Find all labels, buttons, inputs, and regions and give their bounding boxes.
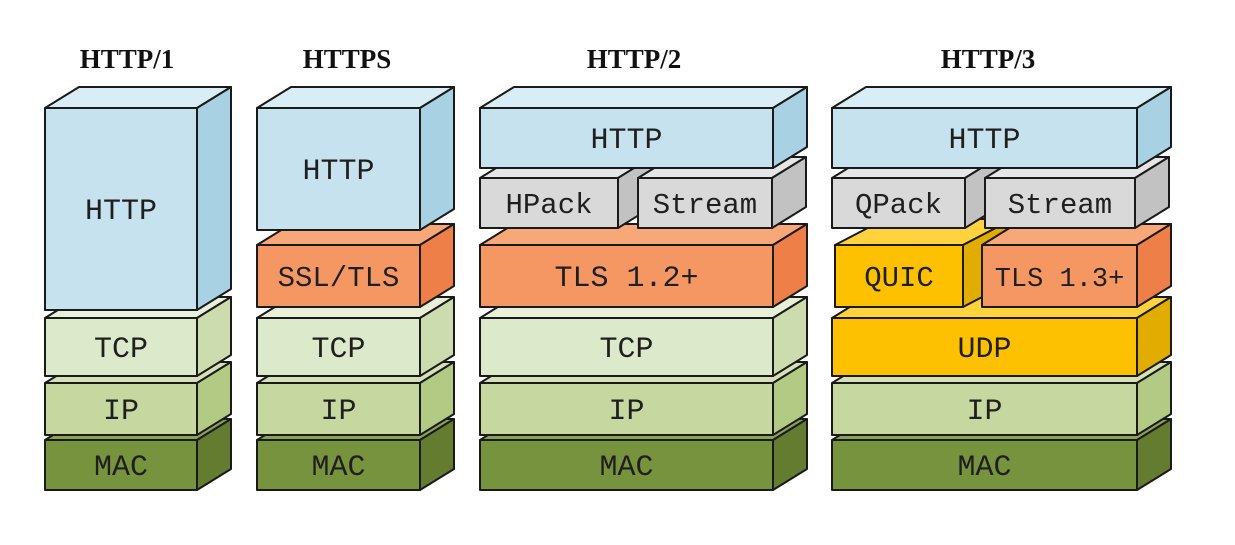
column-title-http3: HTTP/3	[940, 44, 1036, 74]
https-ssl-tls-box: SSL/TLS	[256, 223, 455, 308]
http1-tcp-front-face	[44, 317, 198, 377]
http2-mac-front-face	[479, 439, 774, 491]
http2-hpack-front-face	[479, 177, 619, 229]
https-ssl-tls-label: SSL/TLS	[278, 262, 400, 295]
http2-tcp-box: TCP	[479, 296, 808, 377]
http1-http-label: HTTP	[85, 195, 157, 229]
http3-quic-front-face	[834, 244, 964, 308]
http2-http-label: HTTP	[590, 124, 662, 158]
column-title-https: HTTPS	[302, 44, 392, 74]
http3-tls-1-3-front-face	[981, 244, 1138, 308]
http3-qpack-front-face	[831, 177, 966, 229]
http3-mac-front-face	[831, 439, 1138, 491]
http3-tls-1-3-label: TLS 1.3+	[995, 265, 1125, 295]
https-tcp-front-face	[256, 317, 421, 377]
http2-http-front-face	[479, 107, 774, 169]
column-title-http1: HTTP/1	[79, 44, 175, 74]
http2-tcp-label: TCP	[599, 333, 653, 367]
http2-ip-front-face	[479, 382, 774, 436]
http1-http-box: HTTP	[44, 86, 232, 311]
http3-quic-label: QUIC	[864, 262, 934, 295]
http3-ip-front-face	[831, 382, 1138, 436]
http2-tls-1-2-front-face	[479, 244, 774, 308]
https-ssl-tls-front-face	[256, 244, 421, 308]
http3-udp-front-face	[831, 317, 1138, 377]
https-http-box: HTTP	[256, 86, 455, 231]
http3-ip-label: IP	[966, 395, 1002, 429]
http1-mac-front-face	[44, 439, 198, 491]
http3-udp-label: UDP	[957, 333, 1011, 367]
http3-mac-label: MAC	[957, 451, 1011, 485]
https-http-side-face	[419, 86, 455, 231]
column-title-http2: HTTP/2	[586, 44, 682, 74]
http3-stream-label: Stream	[1008, 189, 1112, 222]
https-ip-front-face	[256, 382, 421, 436]
http1-mac-label: MAC	[94, 451, 148, 485]
https-tcp-label: TCP	[311, 333, 365, 367]
http1-ip-label: IP	[103, 395, 139, 429]
http3-stream-front-face	[984, 177, 1136, 229]
http3-http-front-face	[831, 107, 1138, 169]
http1-http-side-face	[196, 86, 232, 311]
http2-tls-1-2-label: TLS 1.2+	[554, 262, 698, 296]
http3-udp-box: UDP	[831, 296, 1172, 377]
http2-stream-label: Stream	[653, 189, 757, 222]
https-ip-label: IP	[320, 395, 356, 429]
https-http-label: HTTP	[302, 155, 374, 189]
http2-mac-label: MAC	[599, 451, 653, 485]
https-mac-front-face	[256, 439, 421, 491]
https-mac-label: MAC	[311, 451, 365, 485]
https-http-front-face	[256, 107, 421, 231]
http2-http-top-face	[479, 86, 808, 109]
http3-http-label: HTTP	[948, 124, 1020, 158]
http2-stream-front-face	[637, 177, 773, 229]
http1-tcp-label: TCP	[94, 333, 148, 367]
https-tcp-box: TCP	[256, 296, 455, 377]
http2-tcp-front-face	[479, 317, 774, 377]
http1-http-front-face	[44, 107, 198, 311]
http1-ip-front-face	[44, 382, 198, 436]
http3-http-box: HTTP	[831, 86, 1172, 169]
http2-stream-box: Stream	[637, 156, 807, 229]
http2-hpack-label: HPack	[505, 189, 592, 222]
http2-ip-label: IP	[608, 395, 644, 429]
http3-http-top-face	[831, 86, 1172, 109]
http3-qpack-label: QPack	[855, 189, 942, 222]
http3-tls-1-3-box: TLS 1.3+	[981, 223, 1172, 308]
http2-http-box: HTTP	[479, 86, 808, 169]
http2-tls-1-2-box: TLS 1.2+	[479, 223, 808, 308]
